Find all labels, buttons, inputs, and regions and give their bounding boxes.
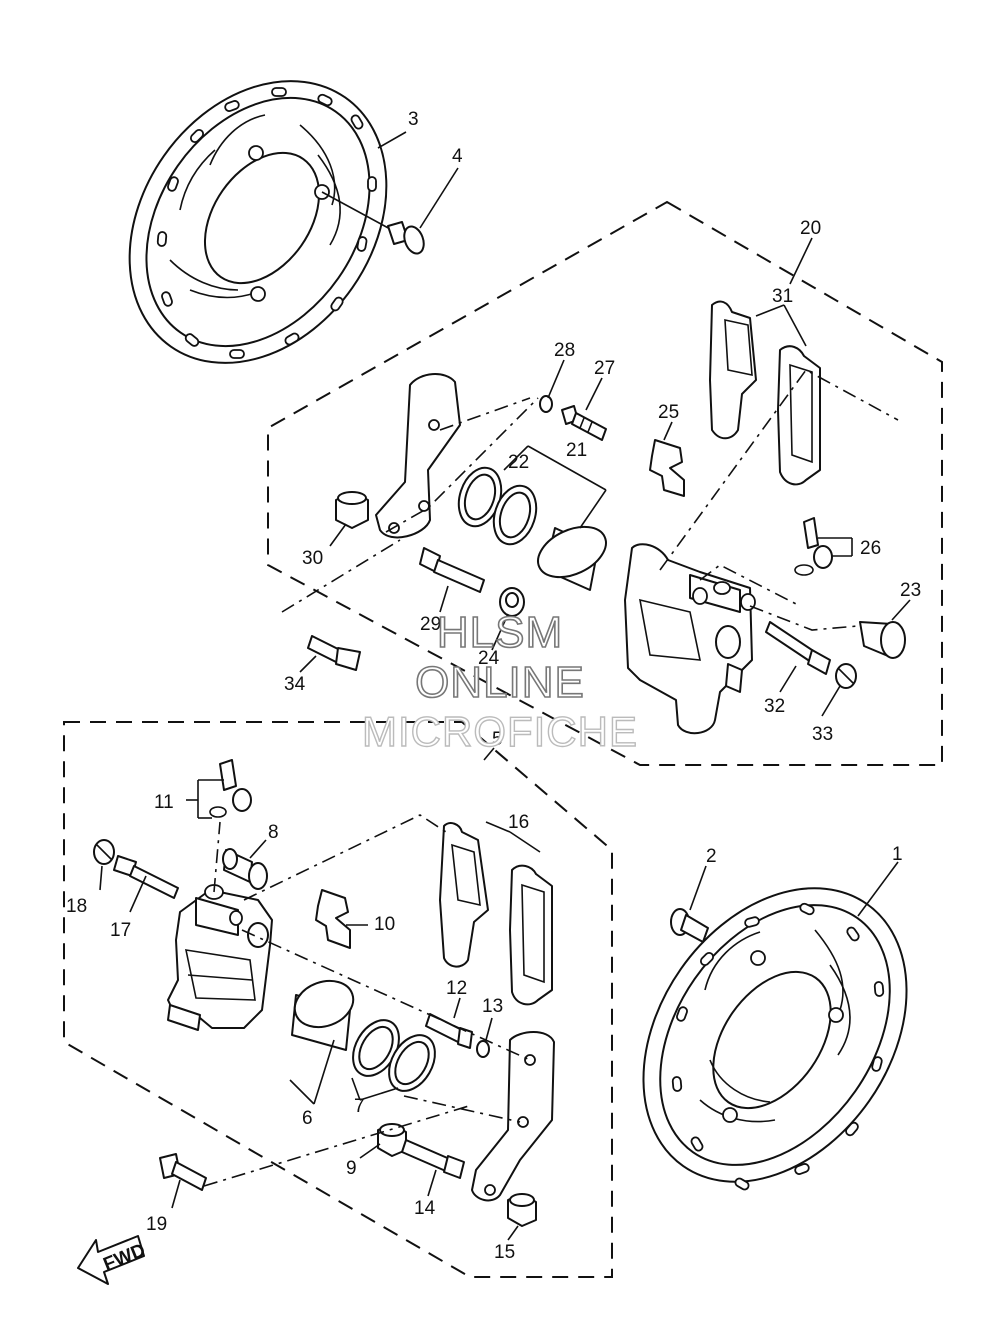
- callout-16: 16: [508, 812, 529, 833]
- disc-bolt-upper: [321, 191, 425, 255]
- piston-21: [537, 525, 607, 591]
- caliper-bracket-lower: [471, 1031, 555, 1202]
- watermark-line-3: MICROFICHE: [361, 707, 638, 755]
- lower-caliper-assembly-boundary: [63, 721, 613, 1278]
- callout-20: 20: [800, 218, 821, 239]
- callout-7: 7: [354, 1096, 365, 1117]
- callout-5: 5: [492, 729, 503, 750]
- bolt-34: [307, 635, 361, 671]
- pin-12: [425, 1013, 473, 1049]
- boot-33: [835, 663, 857, 689]
- bolt-23: [859, 621, 906, 659]
- bushing-24: [499, 587, 525, 617]
- callout-23: 23: [900, 580, 921, 601]
- pin-29: [419, 547, 485, 593]
- washer-28: [539, 395, 553, 413]
- caliper-body-upper: [624, 543, 756, 735]
- bracket-hole: [428, 419, 440, 431]
- brake-pads-lower: [439, 822, 553, 1006]
- pin-17: [113, 855, 179, 899]
- callout-34: 34: [284, 674, 306, 695]
- pin-14: [401, 1139, 465, 1179]
- disc-bolt-lower: [670, 908, 709, 943]
- callout-27: 27: [594, 358, 615, 379]
- pad-spring-10: [315, 889, 351, 949]
- callout-4: 4: [452, 146, 463, 167]
- callout-14: 14: [414, 1198, 436, 1219]
- watermark-line-1: HLSM: [436, 607, 564, 658]
- bushing-8: [222, 848, 268, 890]
- caliper-bracket-upper: [375, 373, 461, 539]
- bleed-screw-upper: [794, 517, 833, 576]
- callout-28: 28: [554, 340, 575, 361]
- nut-15: [507, 1193, 537, 1227]
- upper-leader-lines: [281, 131, 911, 717]
- caliper-body-lower: [167, 884, 273, 1031]
- callout-6: 6: [302, 1108, 313, 1129]
- callout-11: 11: [154, 792, 174, 813]
- callout-19: 19: [146, 1214, 167, 1235]
- bracket-hole: [418, 500, 430, 512]
- callout-30: 30: [302, 548, 323, 569]
- callout-1: 1: [892, 844, 903, 865]
- bracket-hole: [524, 1054, 536, 1066]
- callout-12: 12: [446, 978, 467, 999]
- callout-33: 33: [812, 724, 833, 745]
- callout-10: 10: [374, 914, 395, 935]
- callout-15: 15: [494, 1242, 515, 1263]
- brake-pads-upper: [709, 300, 821, 486]
- pin-32: [765, 621, 831, 675]
- nut-30: [335, 491, 369, 529]
- forward-direction-arrow: FWD: [77, 1235, 149, 1285]
- callout-18: 18: [66, 896, 87, 917]
- pad-spring-25: [649, 439, 685, 497]
- piston-6: [291, 979, 355, 1051]
- brake-disc-lower: [642, 887, 908, 1191]
- watermark-line-2: ONLINE: [414, 657, 585, 708]
- callout-24: 24: [478, 648, 500, 669]
- lower-leader-lines: [99, 747, 899, 1241]
- bracket-hole: [484, 1184, 496, 1196]
- callout-25: 25: [658, 402, 679, 423]
- upper-caliper-assembly-boundary: [267, 200, 943, 766]
- piston-seal-7b-inner: [394, 1040, 430, 1086]
- callout-numbers: 1 2 3 4 5 6 7 8 9 10 11 12 13 14 15 16 1…: [66, 109, 921, 1263]
- callout-32: 32: [764, 696, 785, 717]
- callout-26: 26: [860, 538, 881, 559]
- callout-31: 31: [772, 286, 793, 307]
- piston-seal-22a-inner: [463, 473, 497, 521]
- callout-17: 17: [110, 920, 131, 941]
- callout-3: 3: [408, 109, 419, 130]
- piston-seal-22b-inner: [498, 491, 532, 539]
- callout-22: 22: [508, 452, 529, 473]
- callout-29: 29: [420, 614, 441, 635]
- pin-27: [561, 405, 607, 441]
- callout-21: 21: [566, 440, 587, 461]
- callout-13: 13: [482, 996, 503, 1017]
- washer-13: [476, 1040, 490, 1058]
- callout-8: 8: [268, 822, 279, 843]
- callout-9: 9: [346, 1158, 357, 1179]
- boot-18: [93, 839, 115, 865]
- piston-seal-7a-inner: [358, 1025, 394, 1071]
- callout-2: 2: [706, 846, 717, 867]
- brake-disc-upper: [128, 80, 388, 364]
- bolt-19: [159, 1153, 207, 1191]
- bleed-screw-lower: [209, 759, 252, 818]
